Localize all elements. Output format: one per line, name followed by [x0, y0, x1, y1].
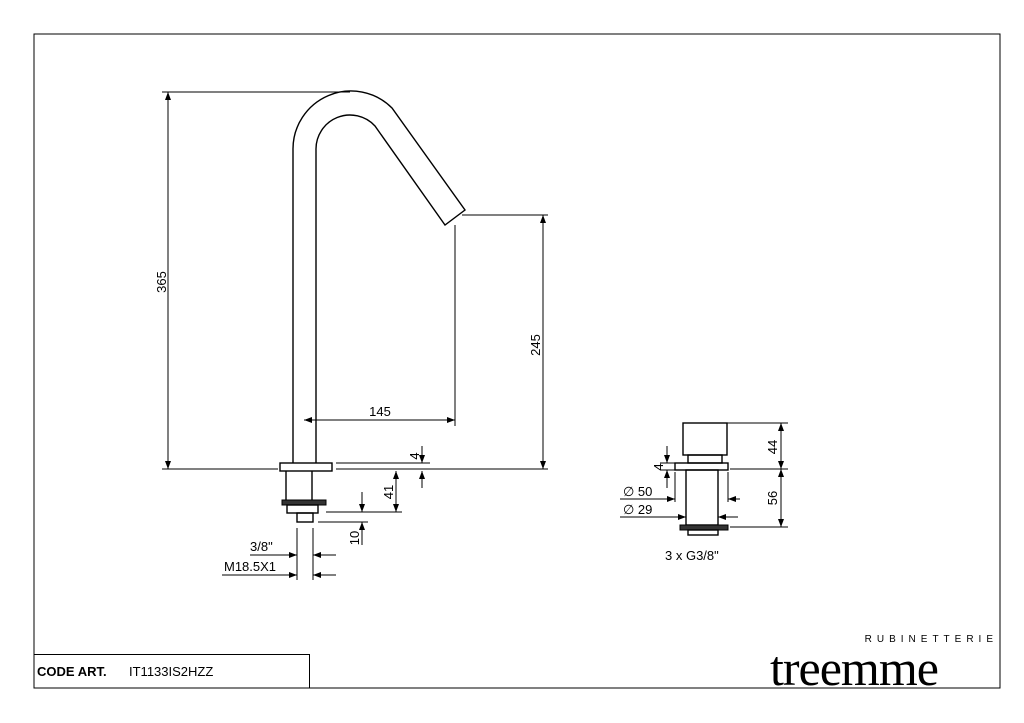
dim-thread-2: M18.5X1	[224, 559, 276, 574]
drawing-border	[33, 33, 1001, 689]
dim-body-height: 56	[765, 491, 780, 505]
connection-label: 3 x G3/8"	[665, 548, 719, 563]
brand-name: treemme	[770, 640, 939, 696]
spout-dimension-lines	[162, 91, 548, 580]
dim-diameter-29: ∅ 29	[623, 502, 652, 517]
dim-shank-length: 41	[381, 485, 396, 499]
handle-drawing	[674, 422, 729, 536]
title-block: CODE ART. IT1133IS2HZZ	[34, 654, 310, 688]
spout-drawing	[279, 90, 466, 523]
handle-dimension-lines	[620, 422, 788, 528]
dim-reach: 145	[369, 404, 391, 419]
dim-thread-length: 10	[347, 531, 362, 545]
brand-subtitle: RUBINETTERIE	[864, 634, 998, 645]
dim-height: 365	[154, 271, 169, 293]
dim-plate-thickness: 4	[407, 452, 422, 459]
code-label: CODE ART.	[37, 664, 107, 679]
brand-logo: RUBINETTERIE treemme	[770, 634, 1002, 696]
dim-handle-height: 44	[765, 440, 780, 454]
code-value: IT1133IS2HZZ	[129, 664, 214, 679]
dim-outlet-height: 245	[528, 334, 543, 356]
dim-diameter-50: ∅ 50	[623, 484, 652, 499]
dim-thread-1: 3/8"	[250, 539, 273, 554]
dim-handle-plate: 4	[651, 463, 666, 470]
